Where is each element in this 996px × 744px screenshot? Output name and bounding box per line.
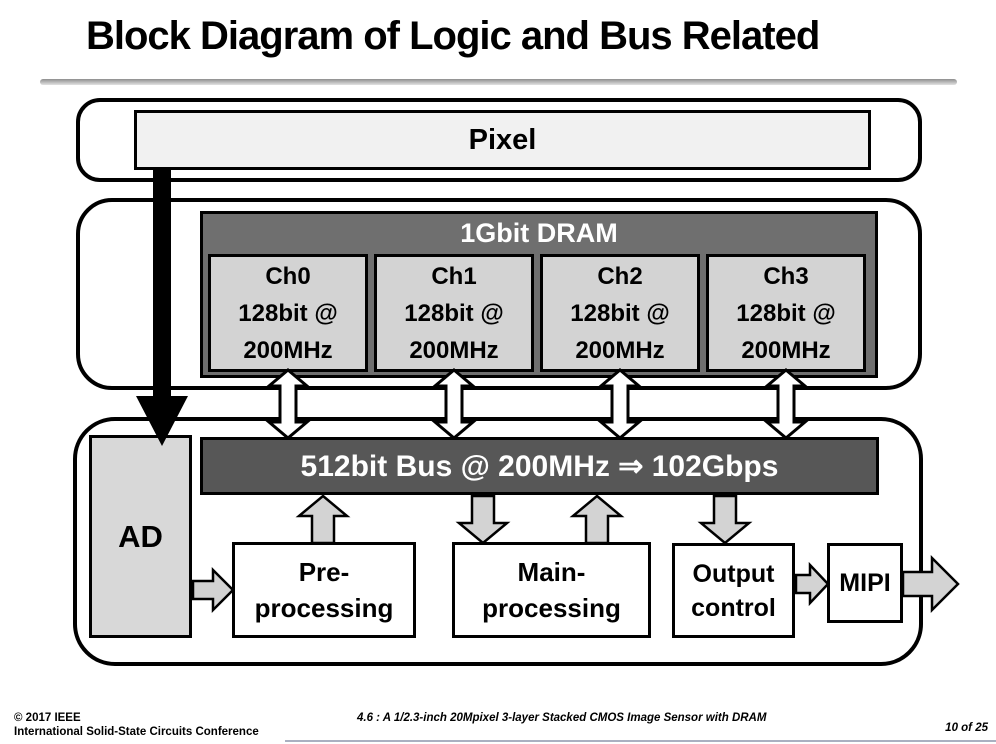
pre-processing-label-line1: Pre-: [298, 557, 350, 587]
dram-channel-0: Ch0 128bit @ 200MHz: [208, 254, 368, 372]
channel-name: Ch2: [597, 263, 643, 290]
output-control-label-line1: Output: [692, 559, 775, 588]
pixel-block: Pixel: [134, 110, 871, 170]
mipi-label: MIPI: [839, 568, 891, 597]
footer-copyright: © 2017 IEEE International Solid-State Ci…: [14, 711, 259, 739]
channel-name: Ch0: [265, 263, 311, 290]
channel-speed: 200MHz: [575, 337, 665, 364]
channel-speed: 200MHz: [741, 337, 831, 364]
footer-divider: [285, 740, 996, 742]
title-divider: [40, 79, 957, 85]
channel-width: 128bit @: [404, 300, 504, 327]
main-processing-block: Main- processing: [452, 542, 651, 638]
channel-name: Ch3: [763, 263, 809, 290]
footer-page-indicator: 10 of 25: [945, 722, 988, 734]
channel-width: 128bit @: [238, 300, 338, 327]
output-control-block: Output control: [672, 543, 795, 638]
footer-copyright-line2: International Solid-State Circuits Confe…: [14, 726, 259, 738]
dram-channel-3: Ch3 128bit @ 200MHz: [706, 254, 866, 372]
ad-block: AD: [89, 435, 192, 638]
channel-width: 128bit @: [736, 300, 836, 327]
dram-title: 1Gbit DRAM: [460, 218, 618, 248]
dram-channel-1: Ch1 128bit @ 200MHz: [374, 254, 534, 372]
mipi-block: MIPI: [827, 543, 903, 623]
ad-label: AD: [118, 518, 163, 554]
pre-processing-label-line2: processing: [254, 593, 394, 623]
channel-speed: 200MHz: [409, 337, 499, 364]
pre-processing-block: Pre- processing: [232, 542, 416, 638]
main-processing-label-line1: Main-: [517, 557, 586, 587]
channel-width: 128bit @: [570, 300, 670, 327]
bus-label: 512bit Bus @ 200MHz ⇒ 102Gbps: [300, 449, 779, 483]
channel-speed: 200MHz: [243, 337, 333, 364]
output-control-label-line2: control: [691, 593, 776, 622]
footer-copyright-line1: © 2017 IEEE: [14, 712, 81, 724]
dram-channel-2: Ch2 128bit @ 200MHz: [540, 254, 700, 372]
channel-name: Ch1: [431, 263, 477, 290]
slide-title: Block Diagram of Logic and Bus Related: [86, 14, 820, 58]
bus-bar: 512bit Bus @ 200MHz ⇒ 102Gbps: [200, 437, 879, 495]
main-processing-label-line2: processing: [482, 593, 621, 623]
pixel-label: Pixel: [468, 123, 537, 156]
footer-paper-title: 4.6 : A 1/2.3-inch 20Mpixel 3-layer Stac…: [357, 712, 767, 724]
